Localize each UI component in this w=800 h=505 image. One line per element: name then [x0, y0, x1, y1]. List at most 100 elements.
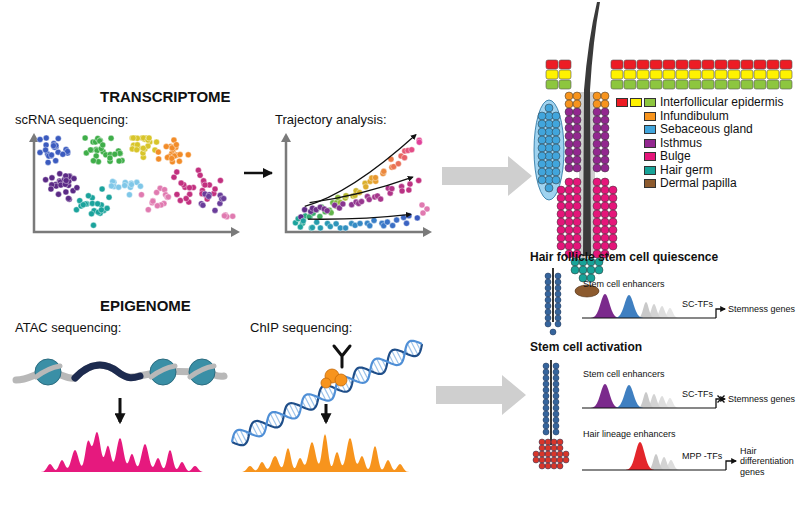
cell-dot: [57, 171, 63, 177]
follicle-cell: [565, 132, 573, 140]
follicle-cell: [565, 100, 573, 108]
epidermis-cell: [637, 70, 649, 79]
cell-dot: [43, 177, 49, 183]
cell-dot: [140, 145, 146, 151]
legend-swatch: [644, 112, 656, 121]
legend-text: Hair germ: [660, 164, 713, 177]
cell-dot: [95, 201, 101, 207]
cell-dot: [183, 196, 189, 202]
epidermis-cell: [754, 70, 766, 79]
follicle-cell: [573, 124, 581, 132]
epidermis-cell: [689, 70, 701, 79]
follicle-cell: [543, 411, 549, 417]
stem-cell: [545, 279, 551, 285]
cell-dot: [221, 213, 227, 219]
epidermis-cell: [650, 70, 662, 79]
follicle-cell: [573, 210, 581, 218]
follicle-cell: [601, 194, 609, 202]
cell-dot: [212, 186, 218, 192]
follicle-cell: [573, 194, 581, 202]
follicle-cell: [563, 451, 569, 457]
cell-dot: [88, 147, 94, 153]
cell-dot: [367, 223, 373, 229]
epidermis-cell: [715, 60, 727, 69]
panel-title: Trajectory analysis:: [272, 111, 390, 130]
follicle-cell: [543, 369, 549, 375]
epidermis-cell: [728, 70, 740, 79]
enhancer-peak: [648, 454, 665, 470]
epidermis-cell: [650, 60, 662, 69]
follicle-cell: [601, 178, 609, 186]
follicle-cell: [609, 242, 617, 250]
follicle-cell: [573, 100, 581, 108]
trajectory-arrows: [305, 135, 416, 219]
follicle-cell: [587, 266, 595, 274]
follicle-cell: [543, 429, 549, 435]
follicle-cell: [565, 178, 573, 186]
bulge-cells: [557, 178, 617, 258]
follicle-cell: [573, 234, 581, 242]
cell-dot: [165, 194, 171, 200]
axis-arrowhead: [423, 227, 432, 237]
follicle-cell: [593, 226, 601, 234]
follicle-cell: [533, 451, 539, 457]
follicle-cell: [553, 381, 559, 387]
epidermis-cell: [663, 60, 675, 69]
follicle-cell: [609, 218, 617, 226]
follicle-cell: [538, 144, 546, 152]
baseline: [582, 469, 726, 470]
legend-row: Isthmus: [614, 137, 783, 151]
stem-cell: [555, 279, 561, 285]
follicle-cell: [552, 112, 560, 120]
legend-text: Dermal papilla: [660, 177, 737, 190]
sebaceous-cells: [538, 104, 560, 192]
cell-dot: [187, 185, 193, 191]
cell-dot: [66, 196, 72, 202]
follicle-cell: [552, 144, 560, 152]
follicle-cell: [601, 116, 609, 124]
epidermis-cell: [715, 80, 727, 89]
follicle-cell: [601, 164, 609, 172]
cell-dot: [314, 219, 320, 225]
cell-dot: [394, 217, 400, 223]
hair-shaft: [552, 268, 554, 322]
cell-dot: [407, 181, 413, 187]
follicle-cell: [565, 164, 573, 172]
follicle-cell: [543, 375, 549, 381]
epidermis-cell: [728, 80, 740, 89]
follicle-cell: [565, 156, 573, 164]
follicle-cell: [552, 120, 560, 128]
enhancer-peak: [638, 302, 655, 318]
gene-label: Hair differentiation genes: [740, 446, 798, 477]
cell-dot: [366, 197, 372, 203]
follicle-cell: [545, 104, 553, 112]
activated-follicle-icon: [533, 360, 569, 469]
follicle-cell: [593, 164, 601, 172]
follicle-cell: [553, 363, 559, 369]
epidermis-cell: [767, 80, 779, 89]
scatter-points: [37, 135, 236, 228]
tf-label: MPP -TFs: [682, 451, 722, 461]
follicle-cell: [593, 234, 601, 242]
follicle-cell: [593, 210, 601, 218]
follicle-cell: [543, 363, 549, 369]
swatch-group: [614, 125, 656, 134]
epidermis-cell: [689, 80, 701, 89]
follicle-cell: [553, 411, 559, 417]
enhancer-peak: [591, 294, 619, 318]
follicle-cell: [552, 160, 560, 168]
cell-dot: [55, 191, 61, 197]
follicle-cell: [601, 242, 609, 250]
follicle-cell: [601, 92, 609, 100]
follicle-cell: [565, 242, 573, 250]
follicle-cell: [601, 124, 609, 132]
bound-protein: [321, 378, 331, 388]
cell-dot: [55, 136, 61, 142]
follicle-cell: [609, 186, 617, 194]
swatch-group: [614, 139, 656, 148]
cell-dot: [37, 150, 43, 156]
atac-illustration: [16, 359, 224, 422]
follicle-cell: [573, 186, 581, 194]
follicle-cell: [543, 417, 549, 423]
